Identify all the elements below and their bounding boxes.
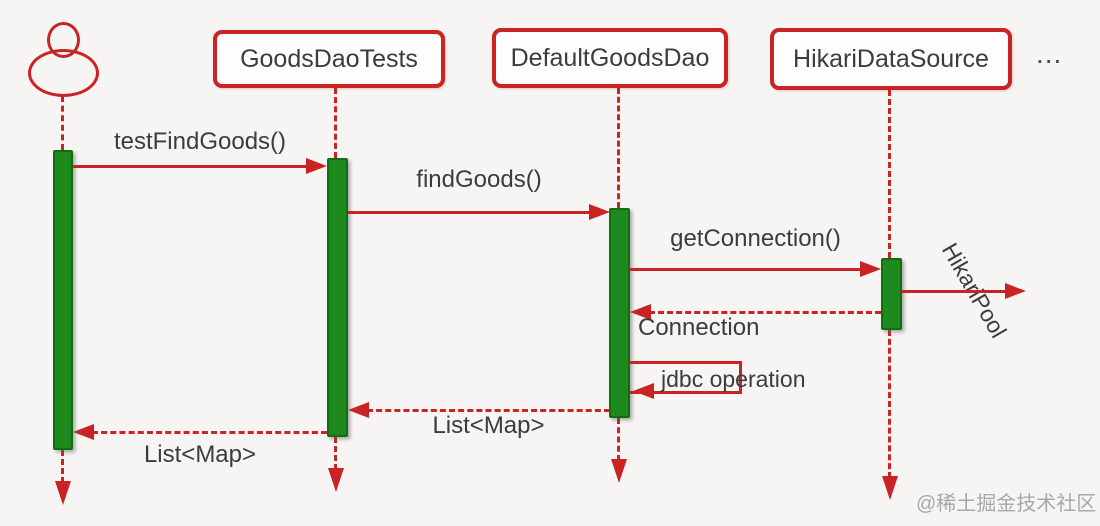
arrowhead-jdbc-icon: [633, 383, 654, 399]
arrowhead-connection-icon: [630, 304, 651, 320]
activation-bar-tests: [327, 158, 348, 437]
watermark-text: @稀土掘金技术社区: [916, 493, 1097, 515]
lifeline-box-hikaridatasource: HikariDataSource: [770, 28, 1012, 90]
arrowhead-getconnection-icon: [860, 261, 881, 277]
lifeline-end-arrow-user-icon: [55, 481, 71, 505]
self-call-loop-jdbc: [630, 361, 742, 394]
message-line-hikaripool: [902, 290, 1006, 293]
lifeline-box-defaultgoodsdao: DefaultGoodsDao: [492, 28, 728, 88]
message-label-findgoods: findGoods(): [416, 166, 542, 193]
arrowhead-findgoods-icon: [589, 204, 610, 220]
message-label-listmap-inner: List<Map>: [432, 412, 545, 439]
lifeline-user-lower: [61, 450, 64, 483]
lifeline-dao-upper: [617, 88, 620, 208]
lifeline-tests-lower: [334, 437, 337, 470]
lifeline-datasource-lower: [888, 330, 891, 478]
message-label-jdbc-operation: jdbc operation: [661, 366, 806, 392]
arrowhead-listmap-outer-icon: [73, 424, 94, 440]
message-line-connection: [649, 311, 881, 314]
message-line-findgoods: [348, 211, 592, 214]
message-label-testfindgoods: testFindGoods(): [113, 128, 287, 155]
arrowhead-hikaripool-icon: [1005, 283, 1026, 299]
actor-body-icon: [28, 49, 99, 97]
message-line-listmap-outer: [92, 431, 327, 434]
lifeline-tests-upper: [334, 88, 337, 158]
lifeline-end-arrow-datasource-icon: [882, 476, 898, 500]
lifeline-user-upper: [61, 96, 64, 150]
message-line-testfindgoods: [73, 165, 309, 168]
lifeline-end-arrow-dao-icon: [611, 459, 627, 483]
message-label-getconnection: getConnection(): [670, 225, 841, 252]
activation-bar-datasource: [881, 258, 902, 330]
more-lifelines-ellipsis: ...: [1036, 38, 1063, 69]
lifeline-datasource-upper: [888, 90, 891, 258]
message-label-connection: Connection: [638, 314, 760, 341]
lifeline-end-arrow-tests-icon: [328, 468, 344, 492]
activation-bar-user: [53, 150, 73, 450]
message-label-listmap-outer: List<Map>: [143, 441, 257, 468]
message-line-listmap-inner: [367, 409, 610, 412]
arrowhead-listmap-inner-icon: [348, 402, 369, 418]
lifeline-dao-lower: [617, 418, 620, 461]
message-line-getconnection: [630, 268, 863, 271]
lifeline-box-goodsdaotests: GoodsDaoTests: [213, 30, 445, 88]
activation-bar-dao: [609, 208, 630, 418]
arrowhead-testfindgoods-icon: [306, 158, 327, 174]
